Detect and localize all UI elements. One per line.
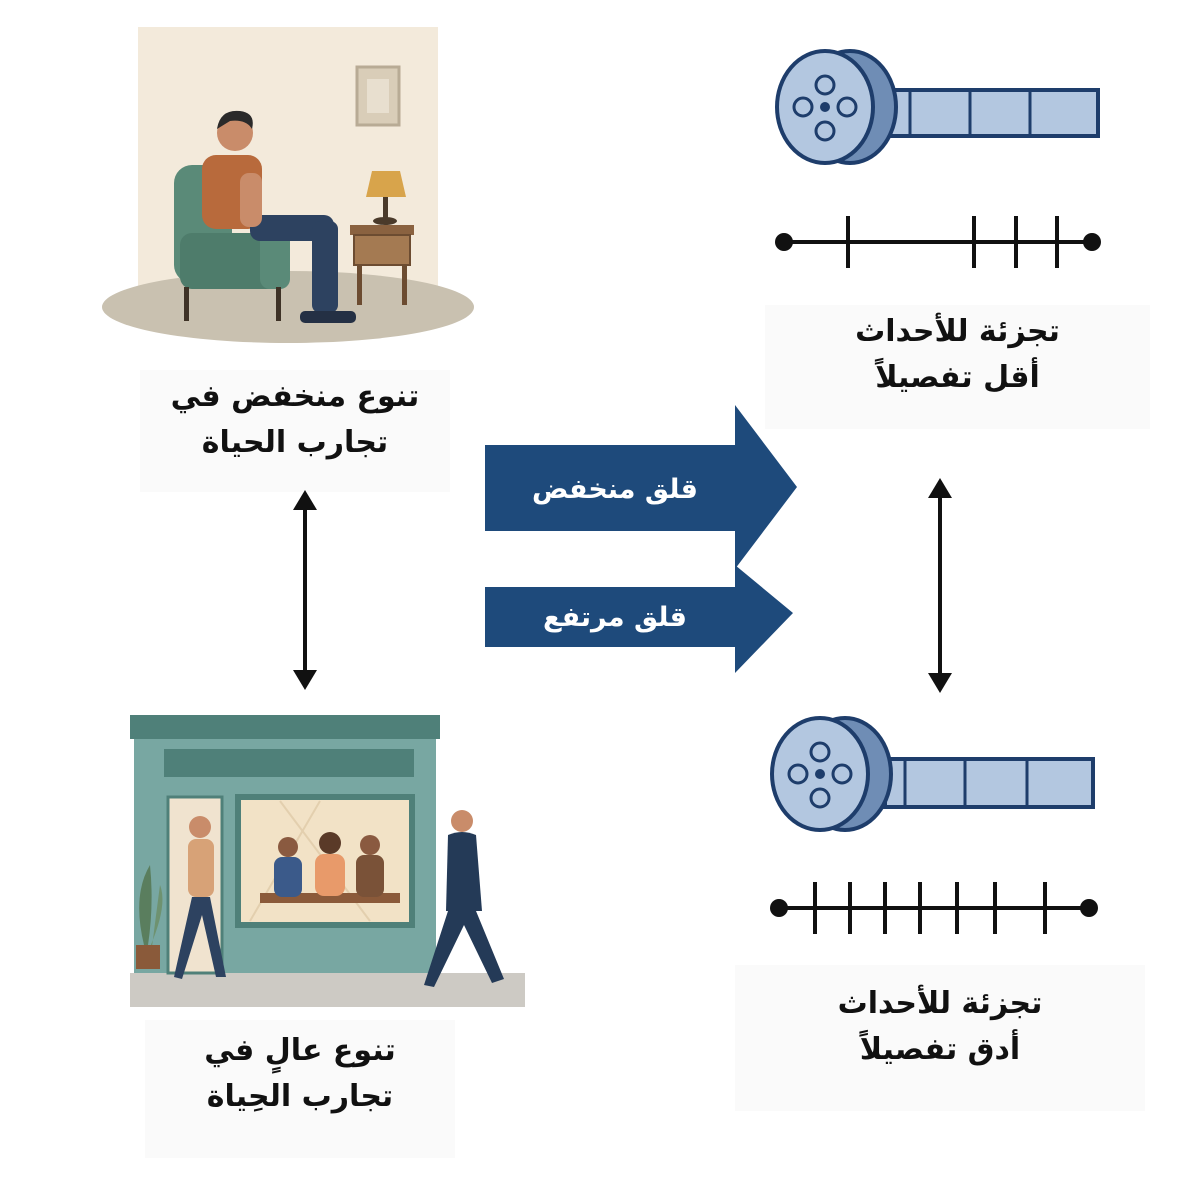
reel-icon (775, 49, 898, 165)
potted-plant (136, 865, 163, 969)
seated-person (202, 110, 356, 323)
timeline-fine (770, 882, 1098, 934)
less-detailed-caption: تجزئة للأحداث أقل تفصيلاً (765, 305, 1150, 429)
high-variety-label-line2: تجارب الحِياة (206, 1079, 394, 1114)
more-detailed-label-line1: تجزئة للأحداث (837, 986, 1043, 1021)
film-reel-bottom (770, 716, 1095, 832)
low-variety-label-line1: تنوع منخفض في (170, 379, 420, 414)
low-variety-label-line2: تجارب الحياة (201, 425, 389, 460)
film-strip (888, 88, 1100, 138)
less-detailed-label-line2: أقل تفصيلاً (875, 360, 1040, 395)
side-table-lamp (350, 171, 414, 305)
wall-frame (355, 65, 401, 127)
film-strip (883, 757, 1095, 809)
timeline-start-dot (770, 899, 788, 917)
low-anxiety-arrow (485, 405, 797, 569)
high-variety-caption: تنوع عالٍ في تجارب الحِياة (145, 1020, 455, 1158)
low-variety-caption: تنوع منخفض في تجارب الحياة (140, 370, 450, 492)
high-variety-label-line1: تنوع عالٍ في (204, 1033, 396, 1068)
walking-person-left (174, 816, 226, 979)
high-anxiety-label: قلق مرتفع (543, 602, 687, 633)
low-anxiety-label: قلق منخفض (532, 474, 698, 505)
timeline-end-dot (1080, 899, 1098, 917)
low-variety-illustration (102, 27, 474, 343)
timeline-start-dot (775, 233, 793, 251)
timeline-end-dot (1083, 233, 1101, 251)
left-double-arrow (293, 490, 317, 690)
high-variety-illustration (130, 715, 525, 1007)
film-reel-top (775, 49, 1100, 165)
timeline-coarse (775, 216, 1101, 268)
less-detailed-label-line1: تجزئة للأحداث (855, 314, 1060, 349)
more-detailed-label-line2: أدق تفصيلاً (859, 1032, 1021, 1067)
cafe-window (235, 794, 415, 928)
walking-person-right (424, 810, 504, 987)
reel-icon (770, 716, 893, 832)
more-detailed-caption: تجزئة للأحداث أدق تفصيلاً (735, 965, 1145, 1111)
high-anxiety-arrow (485, 565, 793, 673)
right-double-arrow (928, 478, 952, 693)
